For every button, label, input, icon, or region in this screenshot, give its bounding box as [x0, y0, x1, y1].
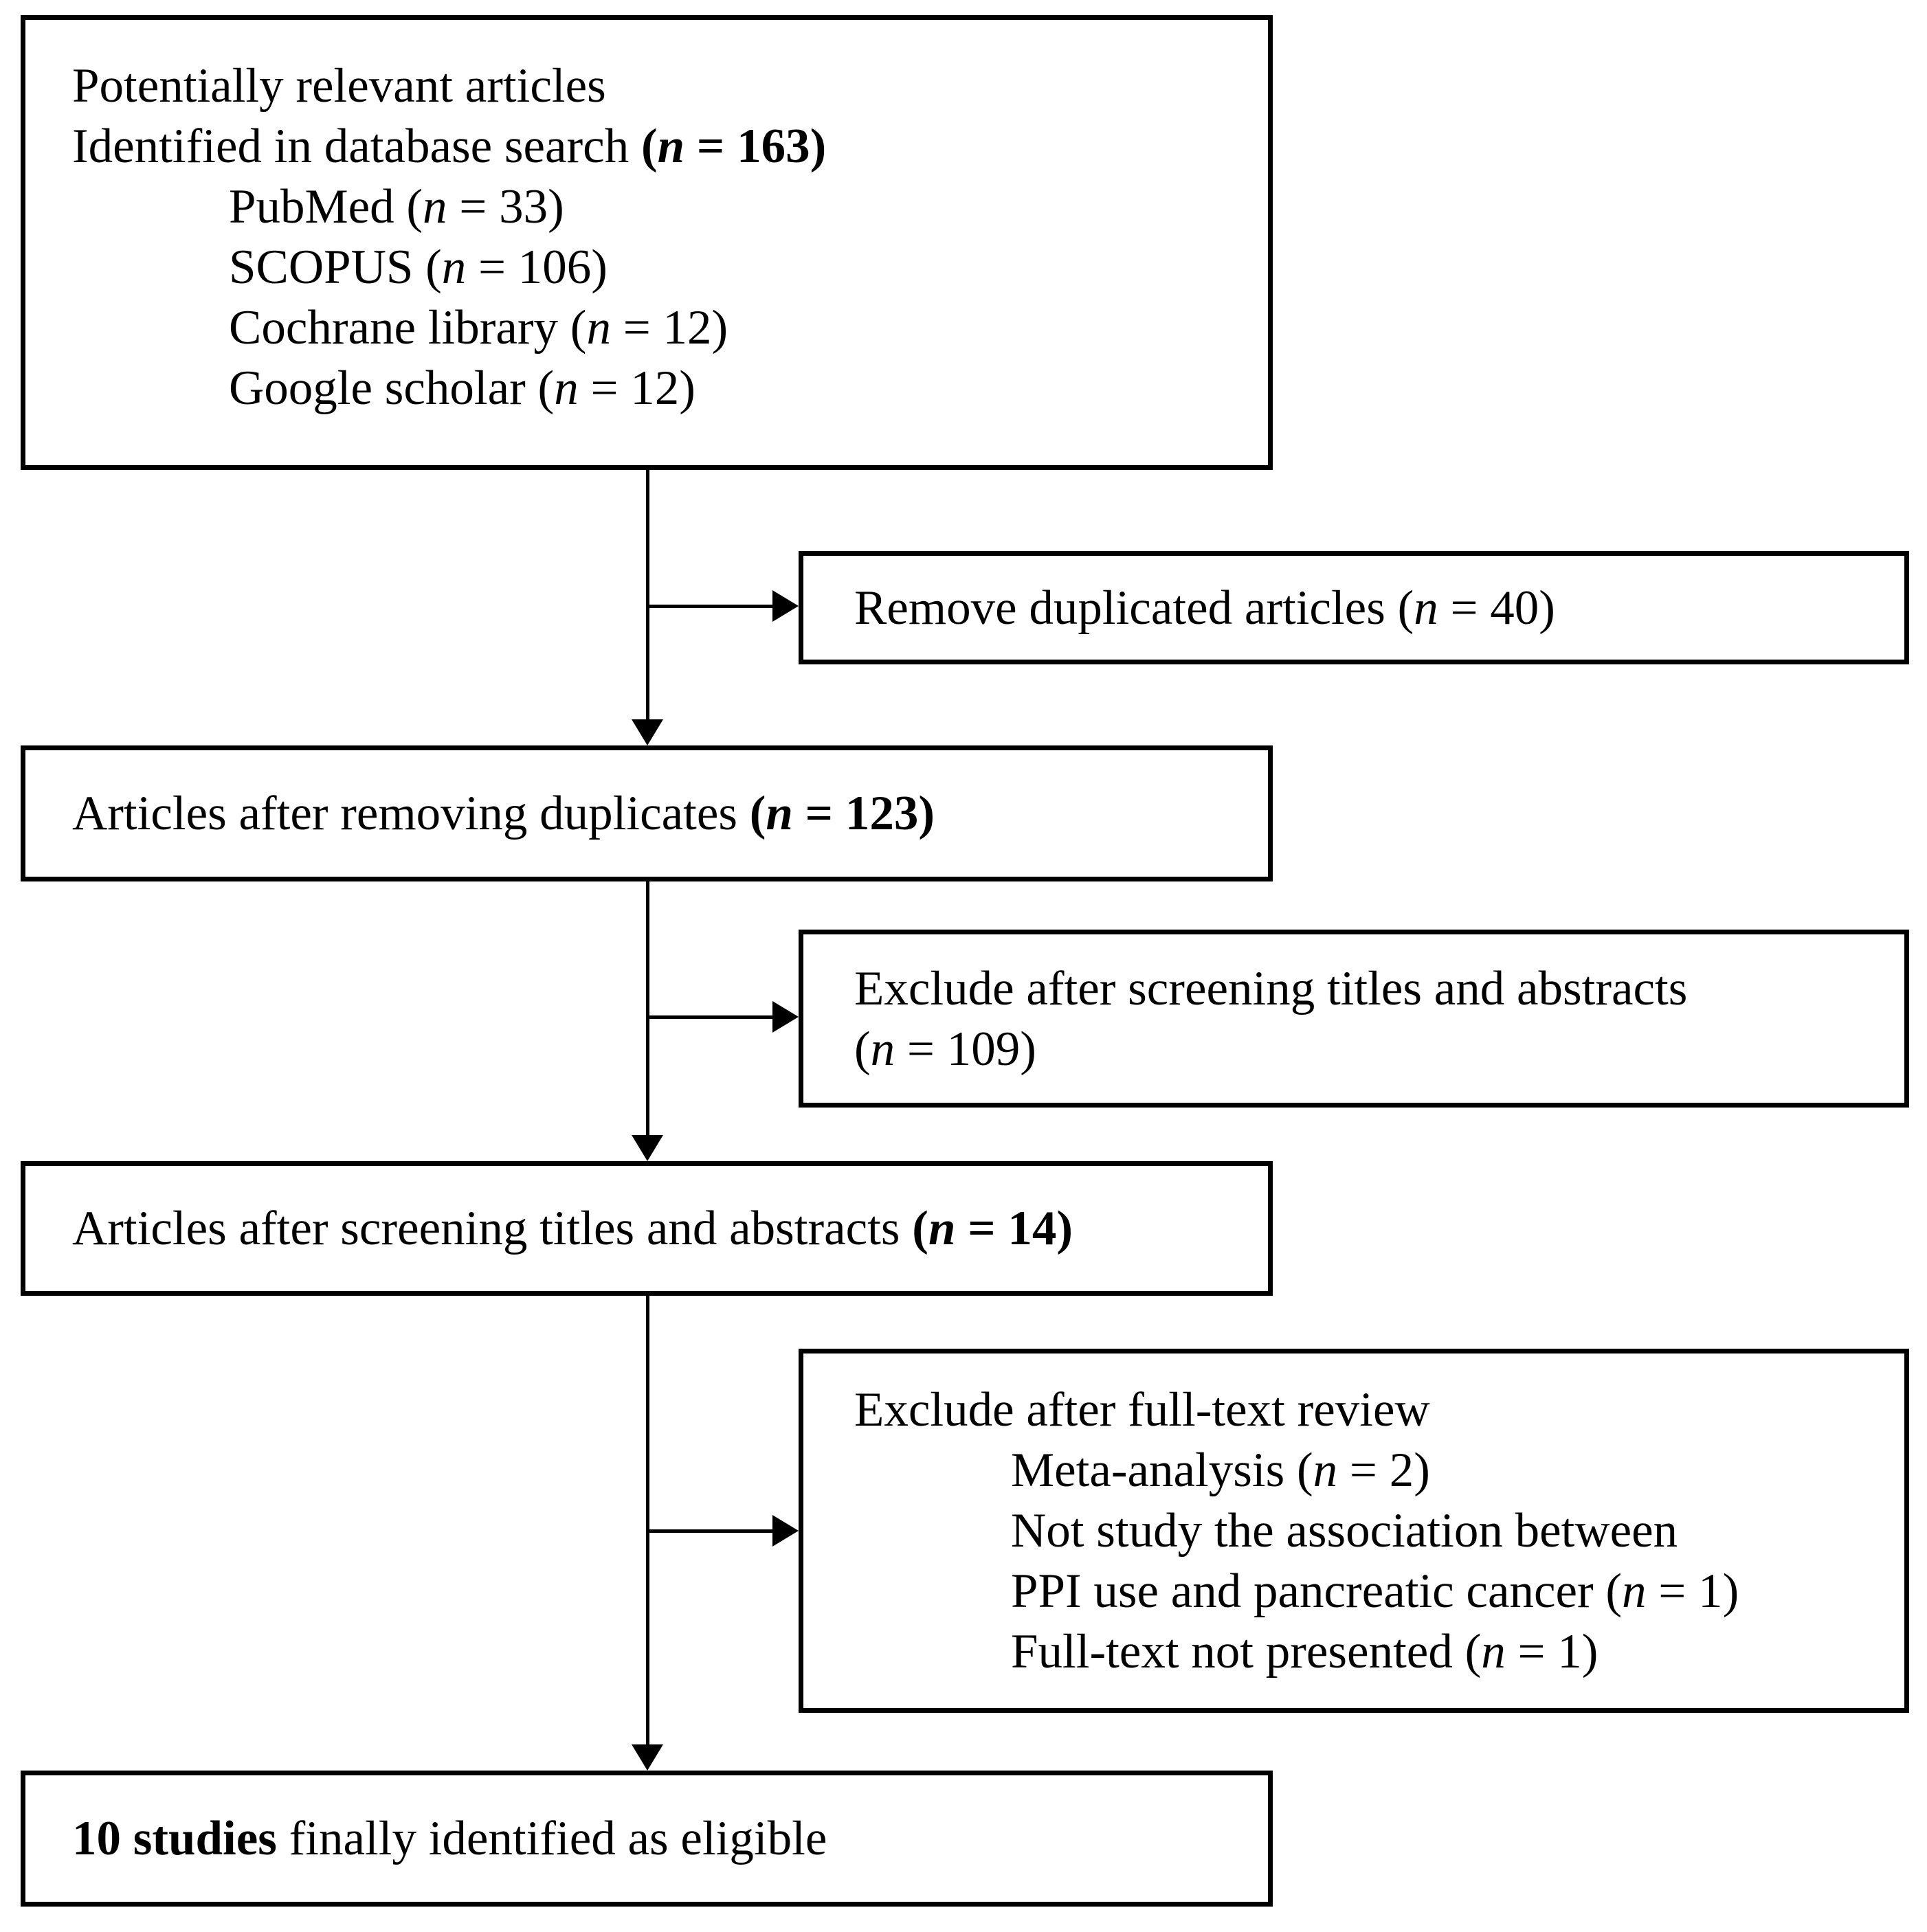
- down-arrowhead-2-icon: [632, 1135, 663, 1161]
- connector-dedup-to-screening: [646, 881, 649, 1135]
- box-text-line: Full-text not presented (n = 1): [1011, 1625, 1599, 1678]
- down-arrowhead-3-icon: [632, 1744, 663, 1771]
- box-text-line: Cochrane library (n = 12): [229, 301, 728, 355]
- box-articles-after-removing-duplicates: Articles after removing duplicates (n = …: [21, 745, 1273, 881]
- box-text-line: Not study the association between: [1011, 1504, 1678, 1558]
- box-text-line: 10 studies finally identified as eligibl…: [72, 1812, 827, 1865]
- right-arrowhead-2-icon: [772, 1001, 799, 1033]
- box-text-line: Potentially relevant articles: [72, 59, 606, 113]
- box-text-line: Meta-analysis (n = 2): [1011, 1444, 1430, 1497]
- box-text-line: Exclude after full-text review: [854, 1383, 1430, 1437]
- box-text-line: Google scholar (n = 12): [229, 361, 695, 415]
- box-studies-eligible: 10 studies finally identified as eligibl…: [21, 1771, 1273, 1907]
- box-text-line: Articles after removing duplicates (n = …: [72, 787, 935, 840]
- box-text-line: Articles after screening titles and abst…: [72, 1202, 1073, 1255]
- connector-branch-remove-duplicates: [646, 605, 772, 608]
- right-arrowhead-1-icon: [772, 590, 799, 622]
- box-text-line: PubMed (n = 33): [229, 180, 564, 234]
- connector-screening-to-eligible: [646, 1296, 649, 1744]
- box-text-line: Identified in database search (n = 163): [72, 120, 827, 173]
- right-arrowhead-3-icon: [772, 1515, 799, 1547]
- box-text-line: (n = 109): [854, 1022, 1036, 1076]
- box-remove-duplicated-articles: Remove duplicated articles (n = 40): [799, 551, 1909, 664]
- connector-branch-exclude-screening: [646, 1015, 772, 1019]
- down-arrowhead-1-icon: [632, 719, 663, 745]
- box-exclude-after-screening-titles-abstracts: Exclude after screening titles and abstr…: [799, 930, 1909, 1108]
- connector-identification-to-dedup: [646, 470, 649, 721]
- box-text-line: PPI use and pancreatic cancer (n = 1): [1011, 1564, 1739, 1618]
- box-text-line: Remove duplicated articles (n = 40): [854, 581, 1555, 635]
- box-articles-after-screening: Articles after screening titles and abst…: [21, 1161, 1273, 1296]
- box-text-line: Exclude after screening titles and abstr…: [854, 961, 1688, 1015]
- box-text-line: SCOPUS (n = 106): [229, 240, 608, 294]
- connector-branch-exclude-fulltext: [646, 1529, 772, 1533]
